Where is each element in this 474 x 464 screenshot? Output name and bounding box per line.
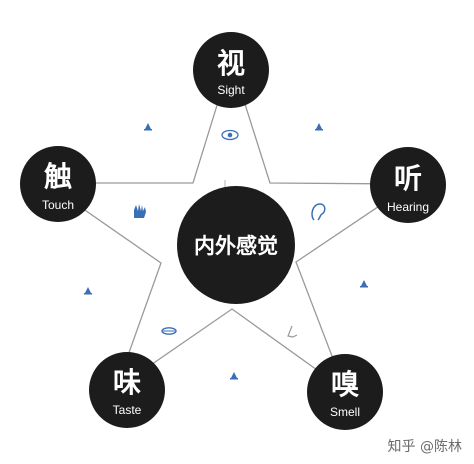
sense-node-smell: 嗅 Smell <box>307 354 383 430</box>
ear-icon <box>311 203 326 221</box>
mouth-icon <box>161 327 177 335</box>
bell-icon <box>315 123 323 131</box>
sense-cn-label: 听 <box>394 162 422 195</box>
sense-en-label: Touch <box>42 198 74 212</box>
sense-cn-label: 嗅 <box>331 368 359 401</box>
nose-icon <box>287 325 298 338</box>
sense-cn-label: 味 <box>113 366 141 399</box>
hand-icon <box>134 204 146 218</box>
sense-en-label: Sight <box>217 83 245 97</box>
sense-en-label: Hearing <box>387 200 429 214</box>
bell-icon <box>144 123 152 131</box>
sense-en-label: Taste <box>113 403 142 417</box>
sense-node-taste: 味 Taste <box>89 352 165 428</box>
sense-node-hearing: 听 Hearing <box>370 147 446 223</box>
sense-en-label: Smell <box>330 405 360 419</box>
center-label: 内外感觉 <box>194 234 278 258</box>
sense-node-sight: 视 Sight <box>193 32 269 108</box>
watermark-text: 知乎 @陈林 <box>387 439 462 455</box>
sense-cn-label: 触 <box>44 160 72 193</box>
sense-node-touch: 触 Touch <box>20 146 96 222</box>
bell-icon <box>84 287 92 295</box>
bell-icons <box>84 123 368 380</box>
sense-cn-label: 视 <box>217 47 245 80</box>
bell-icon <box>230 372 238 380</box>
eye-icon <box>221 129 239 141</box>
center-node: 内外感觉 <box>177 186 295 304</box>
bell-icon <box>360 280 368 288</box>
